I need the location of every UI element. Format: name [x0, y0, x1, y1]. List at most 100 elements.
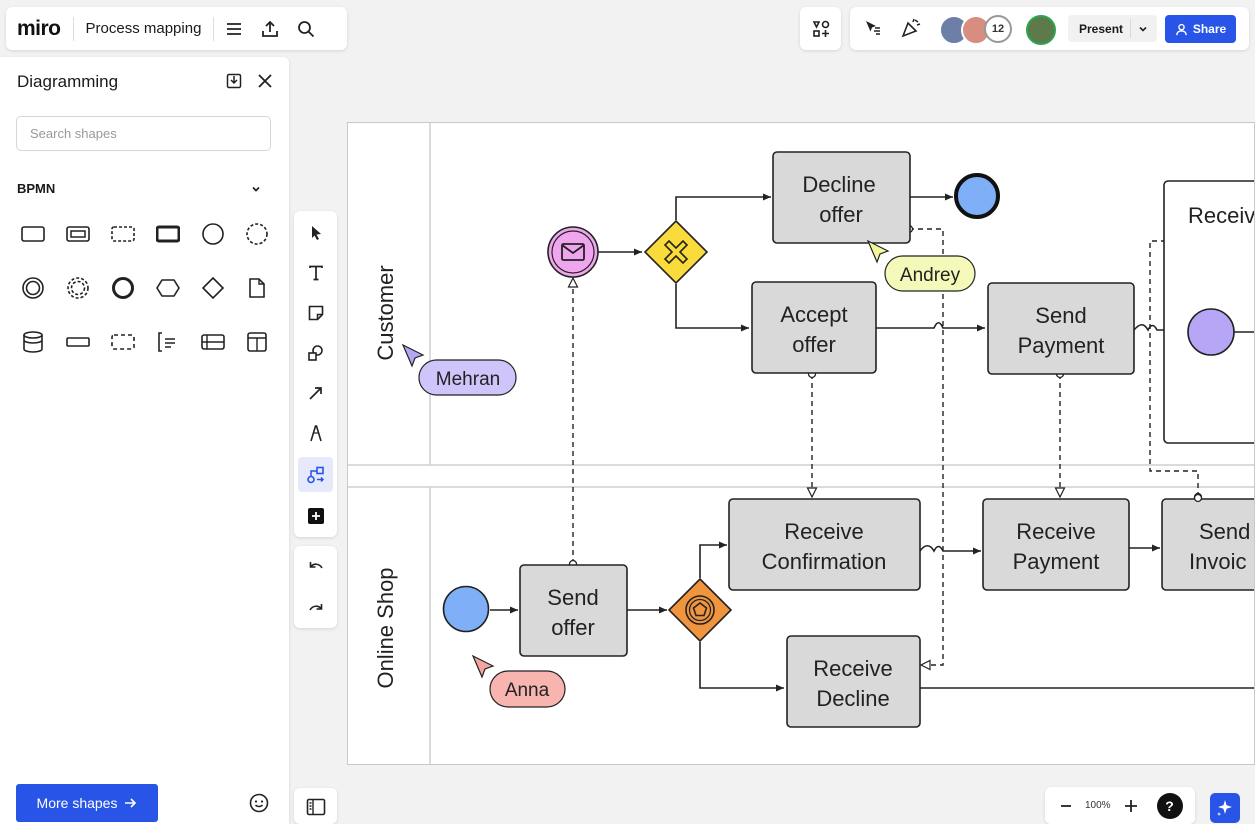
subprocess-shape[interactable] — [56, 207, 101, 261]
task-label: Send — [1035, 303, 1086, 328]
task-receive-decline[interactable]: Receive Decline — [786, 635, 921, 728]
data-object-shape[interactable] — [235, 261, 280, 315]
pen-tool[interactable] — [298, 415, 333, 450]
board-title[interactable]: Process mapping — [85, 20, 202, 37]
zoom-controls: 100% ? — [1045, 787, 1195, 824]
board-panel-toggle[interactable] — [294, 788, 337, 824]
task-receive-confirmation[interactable]: Receive Confirmation — [728, 498, 921, 591]
event-based-gateway[interactable] — [667, 577, 733, 643]
pool-shape[interactable] — [190, 315, 235, 369]
sticky-note-tool[interactable] — [298, 295, 333, 330]
chevron-down-icon[interactable] — [1138, 24, 1148, 34]
connection-line-tool[interactable] — [298, 375, 333, 410]
board-header: miro Process mapping — [6, 7, 347, 50]
end-event[interactable] — [954, 173, 1000, 219]
export-icon[interactable] — [252, 11, 288, 47]
zoom-level[interactable]: 100% — [1085, 800, 1111, 811]
help-icon[interactable]: ? — [1156, 792, 1183, 819]
cursor-follow-icon[interactable] — [858, 14, 886, 42]
task-shape[interactable] — [11, 207, 56, 261]
diagramming-panel: Diagramming BPMN More shapes — [0, 57, 289, 824]
present-label: Present — [1079, 21, 1124, 36]
task-label: offer — [551, 615, 595, 640]
menu-icon[interactable] — [216, 11, 252, 47]
celebrate-icon[interactable] — [897, 14, 925, 42]
task-decline-offer[interactable]: Decline offer — [772, 151, 911, 244]
undo-icon[interactable] — [298, 550, 333, 585]
start-event-shape[interactable] — [190, 207, 235, 261]
message-catch-event[interactable] — [547, 226, 599, 278]
task-label: offer — [819, 202, 863, 227]
search-icon[interactable] — [288, 11, 324, 47]
history-toolbar — [294, 546, 337, 628]
annotation-shape[interactable] — [145, 315, 190, 369]
cursor-label: Andrey — [900, 265, 961, 286]
zoom-out-icon[interactable] — [1059, 799, 1073, 813]
share-button[interactable]: Share — [1165, 15, 1236, 43]
task-accept-offer[interactable]: Accept offer — [751, 281, 877, 374]
save-to-board-icon[interactable] — [225, 72, 243, 90]
hexagon-shape[interactable] — [145, 261, 190, 315]
apps-button[interactable] — [800, 7, 841, 50]
task-send-payment[interactable]: Send Payment — [987, 282, 1135, 375]
exclusive-gateway[interactable] — [643, 219, 709, 285]
task-label: Payment — [1013, 549, 1100, 574]
intermediate-event-inner — [1187, 308, 1235, 356]
present-button[interactable]: Present — [1068, 15, 1157, 42]
board-canvas[interactable]: Customer Online Shop — [347, 122, 1255, 765]
non-interrupting-event-shape[interactable] — [235, 207, 280, 261]
bpmn-diagram: Customer Online Shop — [348, 123, 1255, 764]
cursor-label: Anna — [505, 680, 550, 701]
data-store-shape[interactable] — [11, 315, 56, 369]
select-tool[interactable] — [298, 215, 333, 250]
task-send-invoice[interactable]: Send Invoic — [1161, 498, 1255, 591]
task-label: offer — [792, 332, 836, 357]
collaborators-count-badge[interactable]: 12 — [984, 15, 1012, 43]
message-flows — [567, 224, 1254, 671]
creation-toolbar — [294, 211, 337, 537]
lane-separator — [348, 123, 1254, 764]
gateway-shape[interactable] — [190, 261, 235, 315]
task-label: Invoic — [1189, 549, 1246, 574]
intermediate-event-shape[interactable] — [11, 261, 56, 315]
panel-title: Diagramming — [17, 72, 119, 91]
call-activity-shape[interactable] — [145, 207, 190, 261]
task-receive-payment[interactable]: Receive Payment — [982, 498, 1130, 591]
lanes-shape[interactable] — [235, 315, 280, 369]
group-shape[interactable] — [101, 315, 146, 369]
close-icon[interactable] — [256, 72, 274, 90]
cursor-mehran: Mehran — [401, 343, 517, 396]
event-subprocess-shape[interactable] — [101, 207, 146, 261]
avatar[interactable] — [1026, 15, 1056, 45]
user-icon — [1175, 23, 1187, 35]
collapsed-pool-shape[interactable] — [56, 315, 101, 369]
ai-assistant-button[interactable] — [1210, 793, 1240, 823]
more-shapes-button[interactable]: More shapes — [16, 784, 158, 822]
share-label: Share — [1192, 22, 1227, 36]
text-tool[interactable] — [298, 255, 333, 290]
start-event[interactable] — [442, 585, 490, 633]
sparkle-icon — [1217, 800, 1232, 816]
feedback-icon[interactable] — [248, 792, 270, 814]
diagramming-tool[interactable] — [298, 457, 333, 492]
zoom-in-icon[interactable] — [1123, 798, 1139, 814]
sidebar-toggle-icon — [306, 798, 326, 816]
intermediate-non-interrupting-shape[interactable] — [56, 261, 101, 315]
task-label: Confirmation — [762, 549, 887, 574]
task-label: Send — [1199, 519, 1250, 544]
task-label: Decline — [816, 686, 889, 711]
chevron-down-icon[interactable] — [250, 183, 262, 195]
task-send-offer[interactable]: Send offer — [519, 564, 628, 657]
task-label: Payment — [1018, 333, 1105, 358]
task-label: Decline — [802, 172, 875, 197]
add-more-tool[interactable] — [298, 498, 333, 533]
search-shapes-input[interactable] — [16, 116, 271, 151]
redo-icon[interactable] — [298, 589, 333, 624]
task-label: Receive — [1016, 519, 1095, 544]
end-event-shape[interactable] — [101, 261, 146, 315]
miro-logo[interactable]: miro — [17, 16, 61, 40]
divider — [213, 16, 215, 41]
arrow-right-icon — [125, 798, 137, 808]
connector-dot — [1193, 493, 1203, 503]
shapes-tool[interactable] — [298, 335, 333, 370]
